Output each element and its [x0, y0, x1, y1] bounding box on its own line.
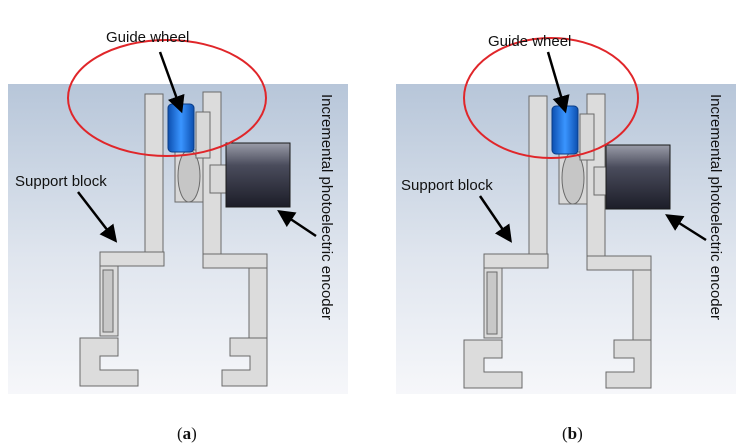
caption-b: (b)	[562, 424, 583, 443]
caption-a: (a)	[177, 424, 197, 443]
guide-wheel-a	[167, 103, 195, 153]
guide-wheel-label-a: Guide wheel	[106, 29, 189, 46]
support-block-b	[463, 95, 549, 389]
guide-wheel-label-b: Guide wheel	[488, 33, 571, 50]
support-block-arrow-b	[478, 195, 512, 243]
guide-wheel-arrow-a	[158, 51, 185, 114]
encoder-a	[225, 142, 291, 208]
support-block-arrow-a	[77, 191, 118, 243]
support-block-label-b: Support block	[401, 177, 493, 194]
highlight-ellipse-b	[463, 37, 639, 159]
encoder-arrow-b	[665, 214, 707, 242]
panel-a: Guide wheel Support block Incremental ph…	[8, 29, 348, 443]
guide-wheel-b	[551, 105, 579, 155]
encoder-arrow-a	[277, 210, 317, 238]
panel-b: Guide wheel Support block Incremental ph…	[396, 33, 736, 443]
highlight-ellipse-a	[67, 39, 267, 157]
support-block-label-a: Support block	[15, 173, 107, 190]
encoder-b	[605, 144, 671, 210]
shaft-assembly-a	[174, 111, 231, 203]
support-block-a	[79, 93, 165, 387]
encoder-label-a: Incremental photoelectric encoder	[318, 94, 335, 320]
encoder-label-b: Incremental photoelectric encoder	[707, 94, 724, 320]
guide-wheel-arrow-b	[546, 51, 570, 114]
